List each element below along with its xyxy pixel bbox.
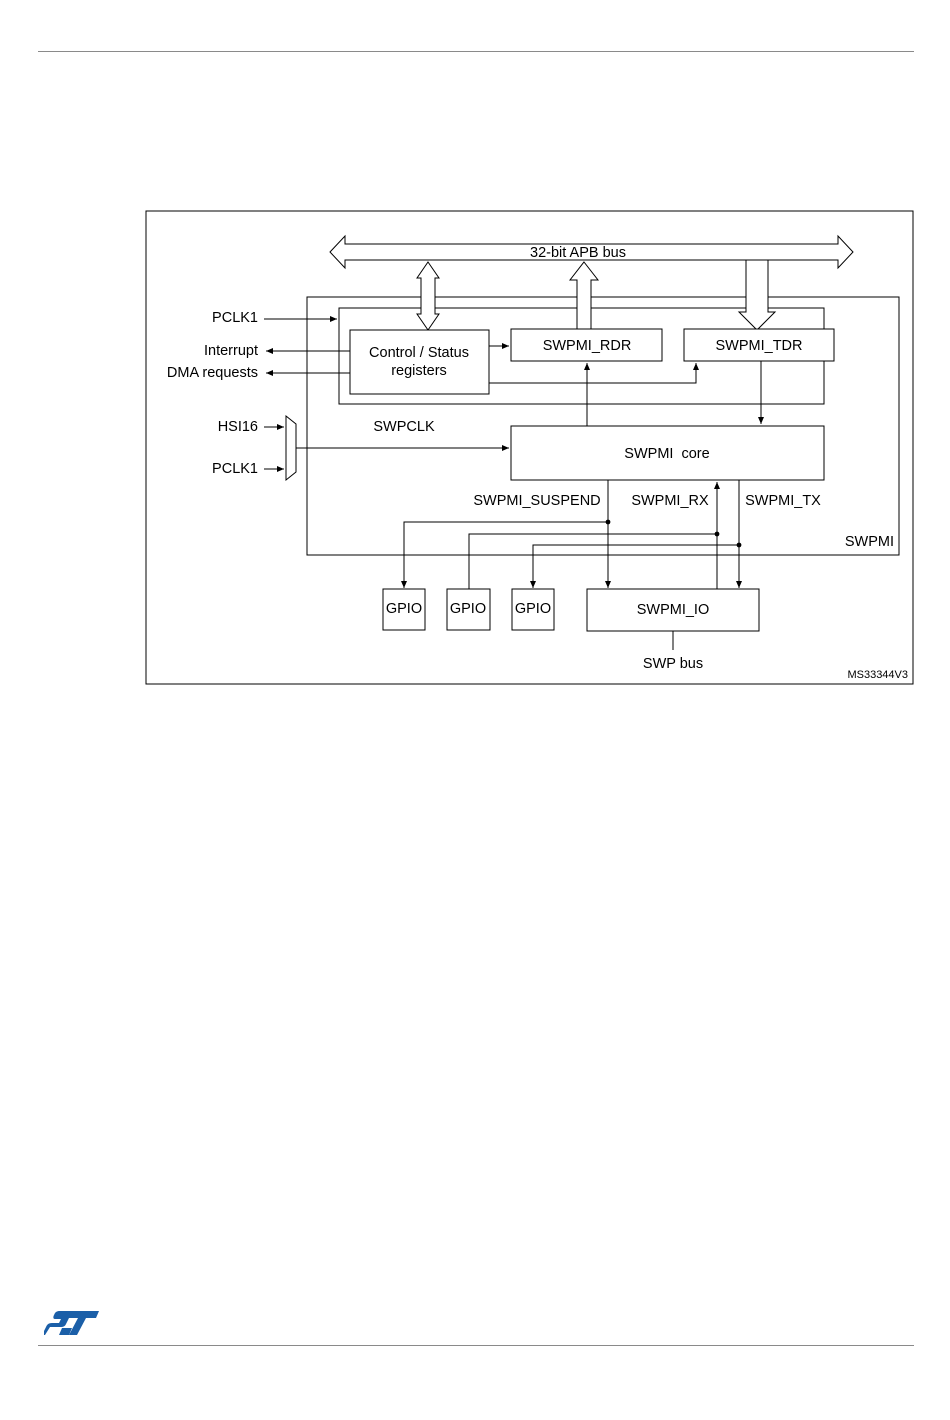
core-label: SWPMI core — [624, 446, 709, 462]
apb-bus-label: 32-bit APB bus — [530, 245, 626, 261]
control-status-line1: Control / Status — [369, 345, 469, 361]
pclk1-top-label: PCLK1 — [212, 310, 258, 326]
tx-gpio-branch — [533, 545, 739, 588]
suspend-label: SWPMI_SUSPEND — [473, 493, 600, 509]
interrupt-label: Interrupt — [204, 343, 258, 359]
hsi16-label: HSI16 — [218, 419, 258, 435]
st-logo — [44, 1310, 100, 1336]
ctrl-bus-double-arrow — [417, 262, 439, 330]
gpio-label: GPIO — [386, 601, 422, 617]
dma-requests-label: DMA requests — [167, 365, 258, 381]
figure-id: MS33344V3 — [847, 669, 908, 681]
rdr-label: SWPMI_RDR — [543, 338, 632, 354]
ctrl-to-tdr-line — [489, 363, 696, 383]
rdr-bus-arrow — [570, 262, 598, 330]
gpio-label: GPIO — [515, 601, 551, 617]
tdr-bus-arrow — [739, 260, 775, 330]
control-status-line2: registers — [391, 363, 447, 379]
swp-bus-label: SWP bus — [643, 656, 703, 672]
pclk1-mux-label: PCLK1 — [212, 461, 258, 477]
rx-label: SWPMI_RX — [631, 493, 709, 509]
rx-gpio-branch — [469, 534, 717, 589]
control-status-box — [350, 330, 489, 394]
clock-mux — [286, 416, 296, 480]
gpio-label: GPIO — [450, 601, 486, 617]
tdr-label: SWPMI_TDR — [716, 338, 803, 354]
io-label: SWPMI_IO — [637, 602, 710, 618]
swpmi-label: SWPMI — [845, 534, 894, 550]
swpclk-label: SWPCLK — [373, 419, 435, 435]
tx-label: SWPMI_TX — [745, 493, 821, 509]
